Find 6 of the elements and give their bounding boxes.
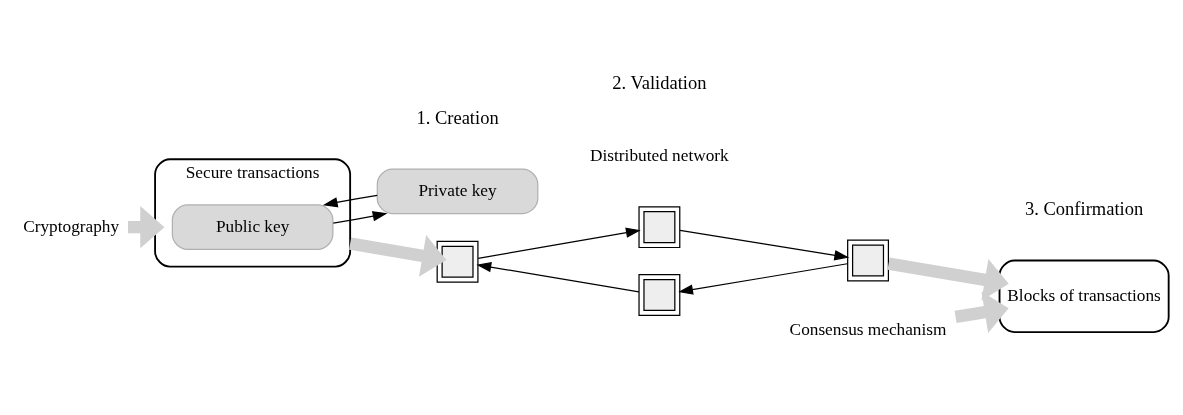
node-text: Cryptography: [23, 216, 120, 236]
label: Distributed network: [590, 145, 729, 165]
node-text: Consensus mechanism: [789, 319, 947, 339]
label: 2. Validation: [612, 72, 707, 93]
label: 3. Confirmation: [1025, 198, 1144, 219]
label: 1. Creation: [416, 107, 499, 128]
